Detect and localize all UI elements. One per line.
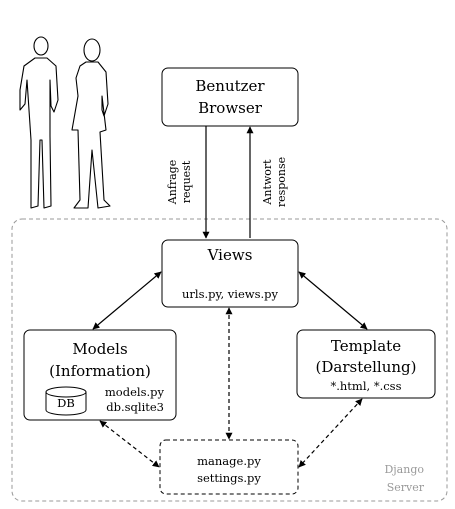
- models-box-line1: Models: [72, 340, 127, 358]
- response-label-line1: Antwort: [261, 159, 274, 206]
- response-label-line2: response: [275, 157, 288, 207]
- views-box-files: urls.py, views.py: [182, 287, 279, 301]
- manage-box-line2: settings.py: [197, 471, 261, 485]
- django-server-region: [11, 218, 448, 502]
- models-box-file2: db.sqlite3: [106, 400, 164, 414]
- template-box-files: *.html, *.css: [331, 379, 402, 393]
- models-box-line2: (Information): [49, 362, 151, 380]
- models-box-file1: models.py: [105, 385, 165, 399]
- database-icon-label: DB: [57, 396, 75, 410]
- template-box: [296, 329, 436, 399]
- people-icon: [19, 36, 111, 209]
- template-box-line2: (Darstellung): [316, 358, 417, 376]
- server-label-line1: Django: [384, 463, 424, 476]
- browser-box: [161, 67, 299, 127]
- request-label-line1: Anfrage: [166, 160, 179, 205]
- views-box-title: Views: [207, 246, 253, 264]
- request-label-line2: request: [180, 160, 193, 203]
- manage-box-line1: manage.py: [197, 454, 261, 468]
- views-box: [161, 239, 299, 308]
- models-manage-arrow: [99, 420, 160, 468]
- browser-box-line1: Benutzer: [195, 77, 265, 95]
- template-box-line1: Template: [331, 337, 401, 355]
- database-icon: [45, 386, 87, 416]
- views-template-arrow: [298, 271, 368, 330]
- server-label-line2: Server: [387, 481, 425, 494]
- template-manage-arrow: [298, 398, 363, 468]
- browser-box-line2: Browser: [198, 99, 263, 117]
- views-models-arrow: [92, 271, 162, 330]
- manage-box: [159, 439, 299, 495]
